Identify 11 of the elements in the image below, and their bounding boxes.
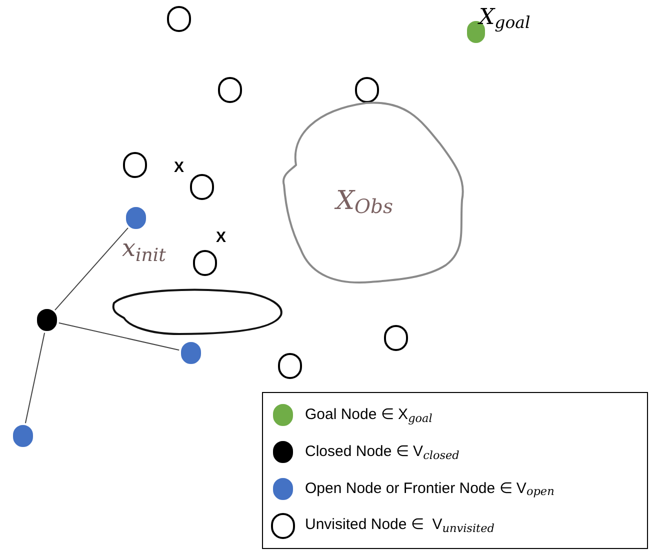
connector-line (24, 332, 46, 424)
init-label: x$_{init}$ (122, 236, 166, 260)
legend-text: Unvisited Node ∈ V$_{unvisited}$ (305, 515, 494, 537)
legend-text: Goal Node ∈ X$_{goal}$ (305, 405, 432, 427)
cross-mark: X (174, 160, 184, 175)
legend-text: Closed Node ∈ V$_{closed}$ (305, 442, 460, 464)
cross-mark: X (216, 230, 226, 245)
obstacle-label: X$_{Obs}$ (336, 184, 393, 220)
legend-text: Open Node or Frontier Node ∈ V$_{open}$ (305, 478, 554, 500)
connector-line (58, 322, 180, 351)
connector-line (54, 227, 129, 311)
